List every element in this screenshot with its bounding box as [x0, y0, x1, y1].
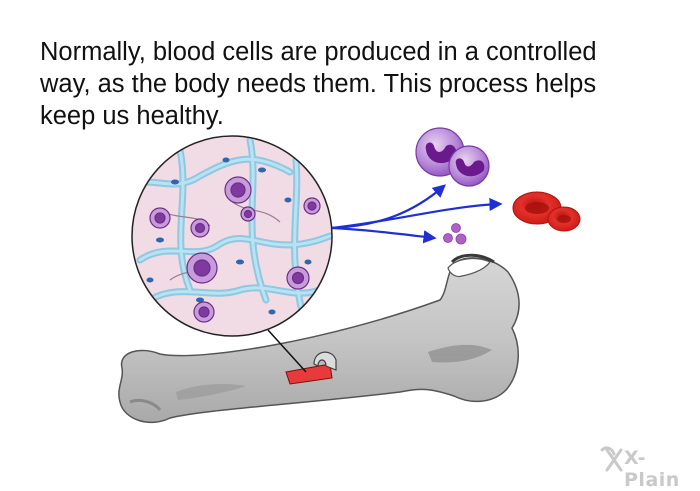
zoom-connector-line	[267, 329, 307, 373]
illustration	[118, 127, 623, 472]
platelet-icon	[443, 223, 467, 245]
xplain-logo-icon	[600, 446, 623, 472]
white-blood-cell-icon	[415, 127, 490, 187]
brand-watermark: X-Plain	[624, 447, 680, 491]
bone-icon	[118, 253, 520, 424]
caption-text: Normally, blood cells are produced in a …	[40, 36, 670, 132]
arrow-icon	[331, 184, 503, 244]
caption-line-2: way, as the body needs them. This proces…	[40, 70, 597, 98]
red-blood-cell-icon	[512, 191, 581, 232]
caption-line-3: keep us healthy.	[40, 102, 224, 130]
bone-marrow-magnified-icon	[131, 135, 333, 337]
caption-line-1: Normally, blood cells are produced in a …	[40, 38, 597, 66]
